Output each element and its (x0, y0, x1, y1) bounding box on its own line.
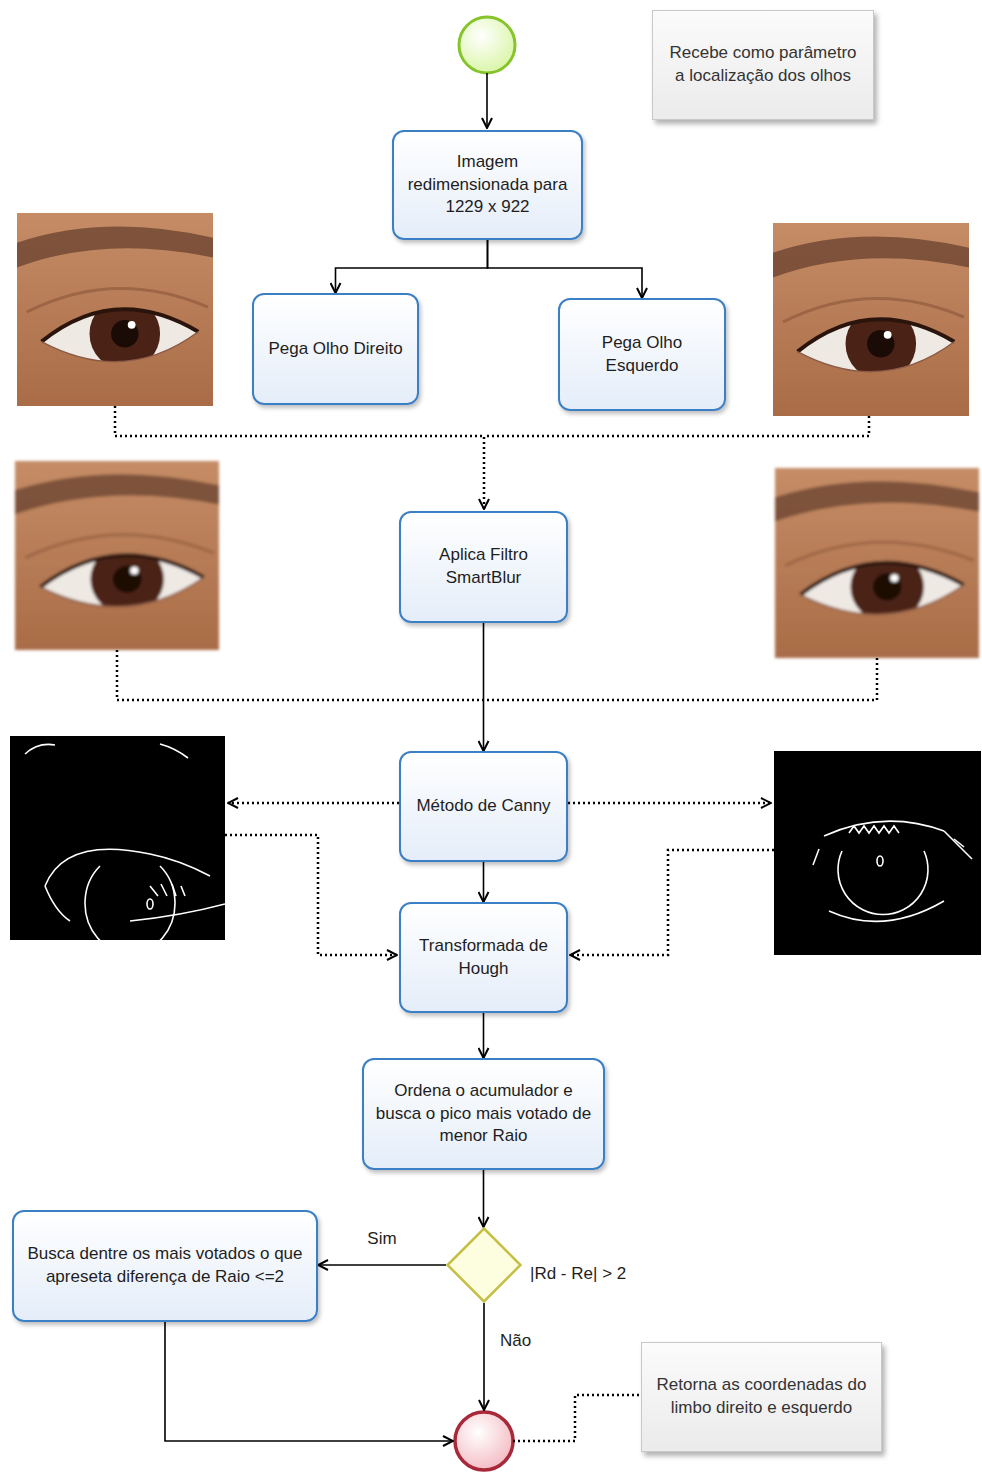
start-event (459, 17, 515, 73)
branch-label: Não (497, 1330, 534, 1352)
flow-connector (318, 1264, 446, 1266)
association-line (513, 1395, 640, 1441)
association-line (228, 802, 399, 805)
decision-diamond: |Rd - Re| > 2 (446, 1227, 522, 1303)
node-text: Aplica Filtro SmartBlur (411, 544, 556, 590)
eye-photo (773, 223, 969, 416)
node-text: Busca dentre os mais votados o que apres… (24, 1243, 306, 1289)
association-line (568, 802, 771, 805)
diamond-outline (446, 1227, 522, 1303)
blurred-eye-photo (775, 468, 979, 658)
eye-photo (17, 213, 213, 406)
process-box: Pega Olho Esquerdo (558, 298, 726, 411)
node-text: Retorna as coordenadas do limbo direito … (654, 1374, 869, 1420)
process-box: Transformada de Hough (399, 902, 568, 1013)
eye-photos (10, 213, 981, 955)
flow-connector (483, 862, 485, 902)
node-text: Ordena o acumulador e busca o pico mais … (374, 1080, 593, 1149)
association-line (115, 406, 484, 509)
node-text: Transformada de Hough (411, 935, 556, 981)
flow-connector (483, 623, 485, 751)
flow-connector (488, 240, 643, 298)
process-box: Pega Olho Direito (252, 293, 419, 405)
note-box: Recebe como parâmetro a localização dos … (652, 10, 874, 120)
process-box: Imagem redimensionada para 1229 x 922 (392, 130, 583, 240)
flow-connector (336, 240, 488, 293)
node-text: |Rd - Re| > 2 (530, 1263, 626, 1286)
process-box: Método de Canny (399, 751, 568, 862)
node-text: Pega Olho Esquerdo (570, 332, 714, 378)
edge-label: Sim (364, 1228, 399, 1250)
process-box: Ordena o acumulador e busca o pico mais … (362, 1058, 605, 1170)
process-box: Aplica Filtro SmartBlur (399, 511, 568, 623)
node-text: Imagem redimensionada para 1229 x 922 (404, 151, 571, 220)
flow-connector (483, 1013, 485, 1058)
association-line (484, 416, 869, 436)
node-text: Recebe como parâmetro a localização dos … (665, 42, 861, 88)
flow-connector (483, 1170, 485, 1227)
start-flow (486, 73, 488, 128)
node-text: Método de Canny (416, 795, 550, 818)
canny-image (774, 751, 981, 955)
association-line (570, 850, 774, 955)
no-flow (483, 1303, 485, 1410)
merge-flow (165, 1322, 453, 1441)
end-event (455, 1412, 513, 1470)
canny-image (10, 736, 225, 953)
association-line (484, 658, 877, 700)
diamond-shape (448, 1229, 521, 1302)
process-box: Busca dentre os mais votados o que apres… (12, 1210, 318, 1322)
blurred-eye-photo (15, 461, 219, 650)
note-box: Retorna as coordenadas do limbo direito … (641, 1342, 882, 1452)
association-line (225, 835, 397, 955)
node-text: Pega Olho Direito (268, 338, 402, 361)
association-line (117, 650, 484, 700)
